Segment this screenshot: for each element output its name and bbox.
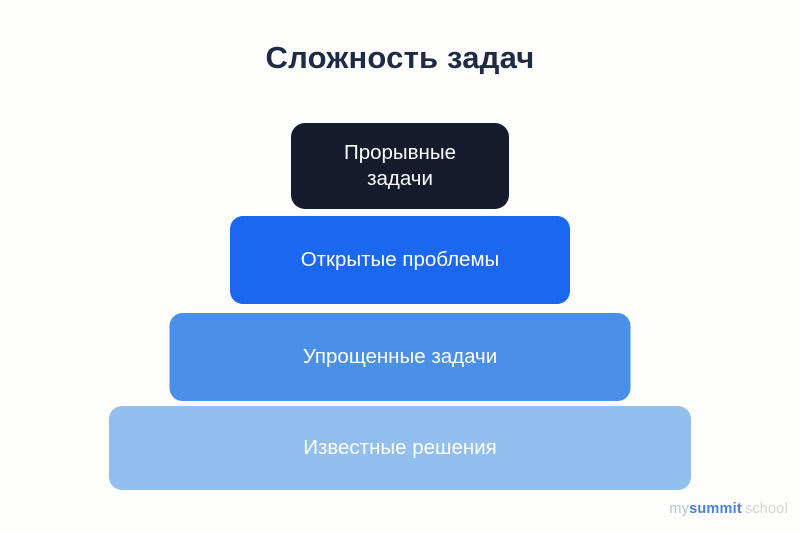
pyramid-level-label: Открытые проблемы (300, 248, 500, 271)
page-title: Сложность задач (265, 40, 535, 75)
pyramid-level-known-solutions: Известные решения (109, 406, 691, 490)
watermark-part-my: my (669, 501, 690, 517)
pyramid-level-label: Упрощенные задачи (302, 345, 498, 368)
pyramid-level-label: Известные решения (303, 436, 497, 459)
pyramid-level-simplified-tasks: Упрощенные задачи (169, 313, 631, 401)
pyramid-level-open-problems: Открытые проблемы (230, 216, 570, 304)
watermark-part-summit: summit (689, 501, 742, 517)
pyramid-level-label: Прорывные задачи (343, 141, 457, 190)
pyramid-level-breakthrough-tasks: Прорывные задачи (291, 123, 509, 209)
watermark-part-school: school (744, 501, 788, 517)
